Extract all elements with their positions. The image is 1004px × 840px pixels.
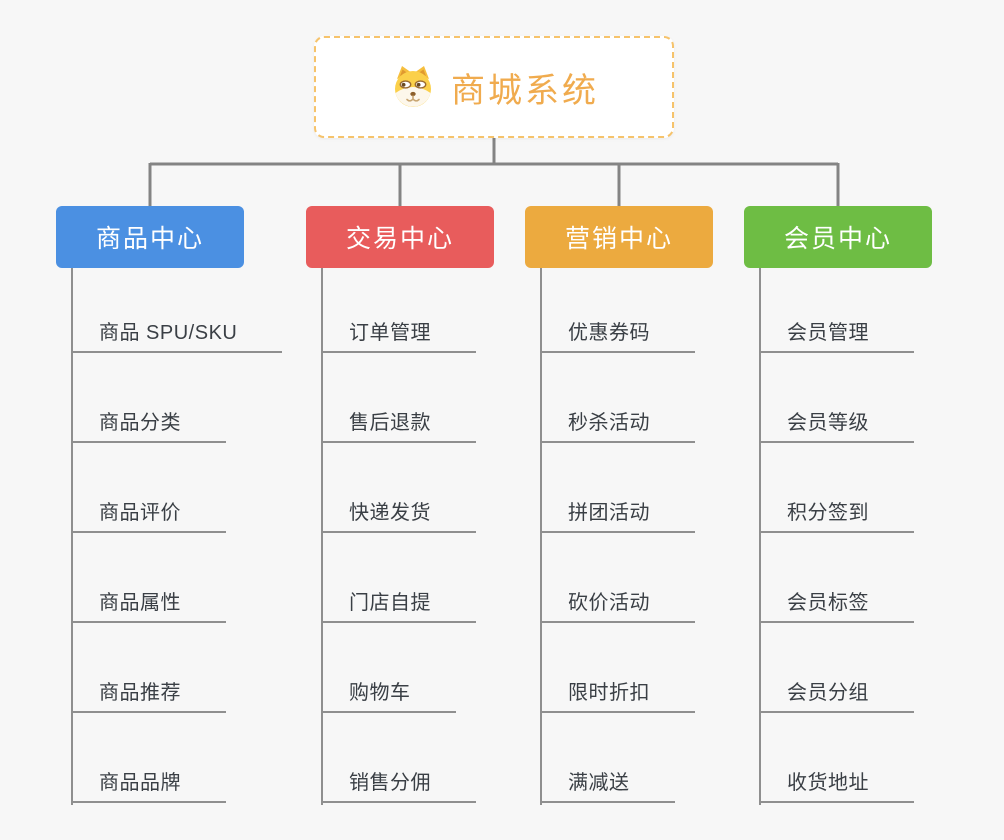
branch-label: 营销中心 [564,225,673,253]
leaf-node[interactable]: 销售分佣 [321,761,476,803]
leaf-node[interactable]: 砍价活动 [540,581,695,623]
root-node-mall-system[interactable]: 商城系统 [314,36,674,138]
leaf-node[interactable]: 商品属性 [71,581,226,623]
leaf-node[interactable]: 满减送 [540,761,675,803]
leaf-node[interactable]: 商品分类 [71,401,226,443]
leaf-node[interactable]: 收货地址 [759,761,914,803]
leaf-node[interactable]: 拼团活动 [540,491,695,533]
leaf-node[interactable]: 商品 SPU/SKU [71,311,283,353]
branch-node-product-center[interactable]: 商品中心 [56,206,244,268]
branch-connector-line [540,268,542,805]
branch-connector-line [71,268,73,805]
branch-node-trade-center[interactable]: 交易中心 [306,206,494,268]
leaf-node[interactable]: 优惠券码 [540,311,695,353]
leaf-node[interactable]: 会员等级 [759,401,914,443]
branch-connector-line [759,268,761,805]
leaf-node[interactable]: 门店自提 [321,581,476,623]
branch-node-marketing-center[interactable]: 营销中心 [525,206,713,268]
root-title: 商城系统 [451,71,599,110]
dog-face-icon [395,66,431,107]
leaf-node[interactable]: 订单管理 [321,311,476,353]
leaf-node[interactable]: 限时折扣 [540,671,695,713]
leaf-node[interactable]: 商品推荐 [71,671,226,713]
branch-label: 会员中心 [783,225,892,253]
leaf-node[interactable]: 快递发货 [321,491,476,533]
branch-node-member-center[interactable]: 会员中心 [744,206,932,268]
leaf-node[interactable]: 商品品牌 [71,761,226,803]
leaf-node[interactable]: 会员标签 [759,581,914,623]
leaf-node[interactable]: 秒杀活动 [540,401,695,443]
branch-label: 商品中心 [95,225,204,253]
leaf-node[interactable]: 售后退款 [321,401,476,443]
leaf-node[interactable]: 购物车 [321,671,456,713]
leaf-node[interactable]: 商品评价 [71,491,226,533]
branch-connector-line [321,268,323,805]
leaf-node[interactable]: 会员管理 [759,311,914,353]
leaf-node[interactable]: 会员分组 [759,671,914,713]
leaf-node[interactable]: 积分签到 [759,491,914,533]
branch-label: 交易中心 [345,225,454,253]
